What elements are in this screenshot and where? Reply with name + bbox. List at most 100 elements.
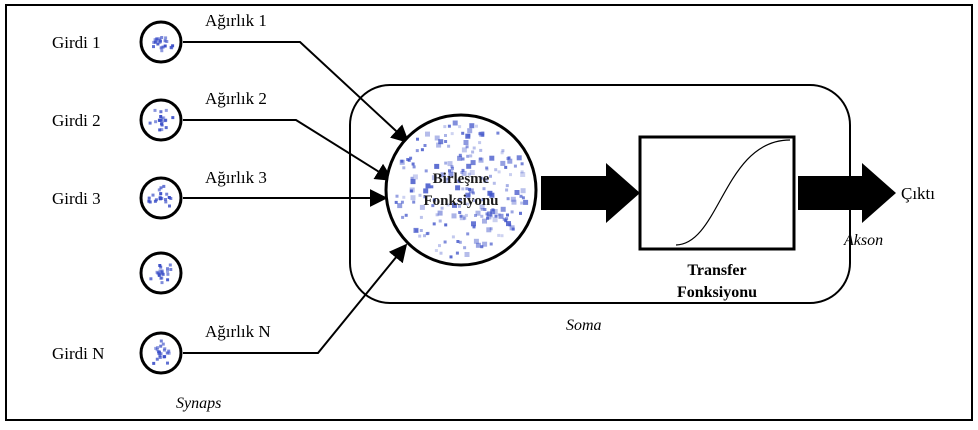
synapse-texture-dot xyxy=(166,361,169,365)
combination-texture-dot xyxy=(482,241,488,247)
synapse-texture-dot xyxy=(156,271,160,275)
combination-texture-dot xyxy=(505,217,509,221)
combination-texture-dot xyxy=(473,199,476,202)
combination-texture-dot xyxy=(490,214,494,218)
synapse-texture-dot xyxy=(168,196,171,199)
combination-texture-dot xyxy=(430,185,434,189)
combination-texture-dot xyxy=(401,215,405,219)
combination-texture-dot xyxy=(516,155,522,161)
combination-texture-dot xyxy=(413,227,419,233)
synapse-texture-dot xyxy=(156,42,160,46)
combination-texture-dot xyxy=(466,232,470,236)
combination-texture-dot xyxy=(412,165,416,169)
synapse-texture-dot xyxy=(169,268,173,271)
combination-texture-dot xyxy=(423,144,427,147)
synapse-texture-dot xyxy=(161,272,165,276)
combination-texture-dot xyxy=(480,207,484,211)
combination-texture-dot xyxy=(458,153,462,157)
synapse-texture-dot xyxy=(155,357,159,361)
combination-texture-dot xyxy=(444,223,448,227)
combination-texture-dot xyxy=(406,158,410,161)
combination-node: Birleşme Fonksiyonu xyxy=(384,113,538,267)
combination-texture-dot xyxy=(492,217,498,223)
combination-texture-dot xyxy=(444,140,448,143)
combination-texture-dot xyxy=(520,172,526,177)
combination-texture-dot xyxy=(419,229,423,232)
combination-texture-dot xyxy=(409,187,415,193)
synapse-texture-dot xyxy=(157,37,161,41)
combination-texture-dot xyxy=(481,198,485,202)
transfer-box xyxy=(638,135,796,251)
output-label: Çıktı xyxy=(901,184,935,203)
combination-texture-dot xyxy=(500,160,506,166)
combination-texture-dot xyxy=(450,169,454,173)
synapse-texture-dot xyxy=(158,39,162,43)
synapse-texture-dot xyxy=(160,128,164,132)
combination-texture-dot xyxy=(465,192,471,198)
combination-texture-dot xyxy=(395,194,399,198)
combination-texture-dot xyxy=(419,204,425,210)
combination-texture-dot xyxy=(460,171,464,174)
combination-circle xyxy=(384,113,538,267)
combination-texture-dot xyxy=(402,166,406,170)
combination-texture-dot xyxy=(467,172,471,176)
combination-texture-dot xyxy=(465,145,469,149)
combination-texture-dot xyxy=(418,234,422,238)
combination-texture-dot xyxy=(426,231,430,235)
combination-texture-dot xyxy=(461,168,465,172)
combination-texture-dot xyxy=(520,201,524,205)
synapse-texture-dot xyxy=(153,38,157,42)
combination-texture-dot xyxy=(447,124,451,128)
combination-texture-dot xyxy=(508,223,512,227)
combination-texture-dot xyxy=(452,120,458,126)
input-label-5: Girdi N xyxy=(52,344,104,363)
synapse-texture-dot xyxy=(155,39,159,43)
combination-texture-dot xyxy=(510,196,516,202)
synapse-texture-dot xyxy=(154,346,158,350)
combination-texture-dot xyxy=(464,213,468,217)
combination-texture-dot xyxy=(479,131,485,137)
combination-texture-dot xyxy=(492,209,498,214)
combination-texture-dot xyxy=(483,177,489,183)
combination-texture-dot xyxy=(473,238,479,244)
combination-texture xyxy=(394,120,529,259)
synapse-texture-dot xyxy=(158,196,162,200)
combination-texture-dot xyxy=(394,200,398,204)
combination-texture-dot xyxy=(519,211,522,215)
synapse-texture-dot xyxy=(157,352,161,355)
combination-texture-dot xyxy=(506,221,511,227)
combination-texture-dot xyxy=(463,246,467,250)
combination-texture-dot xyxy=(519,194,523,198)
sigmoid-curve xyxy=(675,139,791,246)
combination-texture-dot xyxy=(400,159,404,163)
combination-texture-dot xyxy=(480,245,484,249)
combination-texture-dot xyxy=(461,131,465,135)
soma-label: Soma xyxy=(566,317,602,334)
combination-texture-dot xyxy=(450,165,454,169)
axon-label: Akson xyxy=(843,232,883,249)
transfer-label-1: Transfer xyxy=(687,262,746,279)
synapse-texture-dot xyxy=(160,120,164,124)
weight-label-3: Ağırlık 3 xyxy=(205,168,267,187)
combination-texture-dot xyxy=(461,187,465,191)
synapse-texture-dot xyxy=(152,45,155,49)
combination-texture-dot xyxy=(468,187,471,191)
synapse-texture-dot xyxy=(163,44,167,48)
combination-texture-dot xyxy=(397,203,403,209)
synapse-texture-dot xyxy=(153,108,157,112)
synapse-texture-dot xyxy=(158,356,162,359)
synapse-texture-dot xyxy=(160,49,164,53)
synapse-texture-dot xyxy=(159,344,163,348)
synapse-texture-dot xyxy=(155,37,159,41)
combination-texture-dot xyxy=(466,154,470,158)
combination-texture-dot xyxy=(492,181,496,185)
combination-texture-dot xyxy=(444,161,448,165)
synapse-texture-dot xyxy=(167,351,171,355)
combination-texture-dot xyxy=(513,164,517,168)
combination-texture-dot xyxy=(443,125,447,129)
combination-texture-dot xyxy=(483,208,487,211)
combination-texture-dot xyxy=(440,206,444,210)
combination-texture-dot xyxy=(432,222,436,226)
